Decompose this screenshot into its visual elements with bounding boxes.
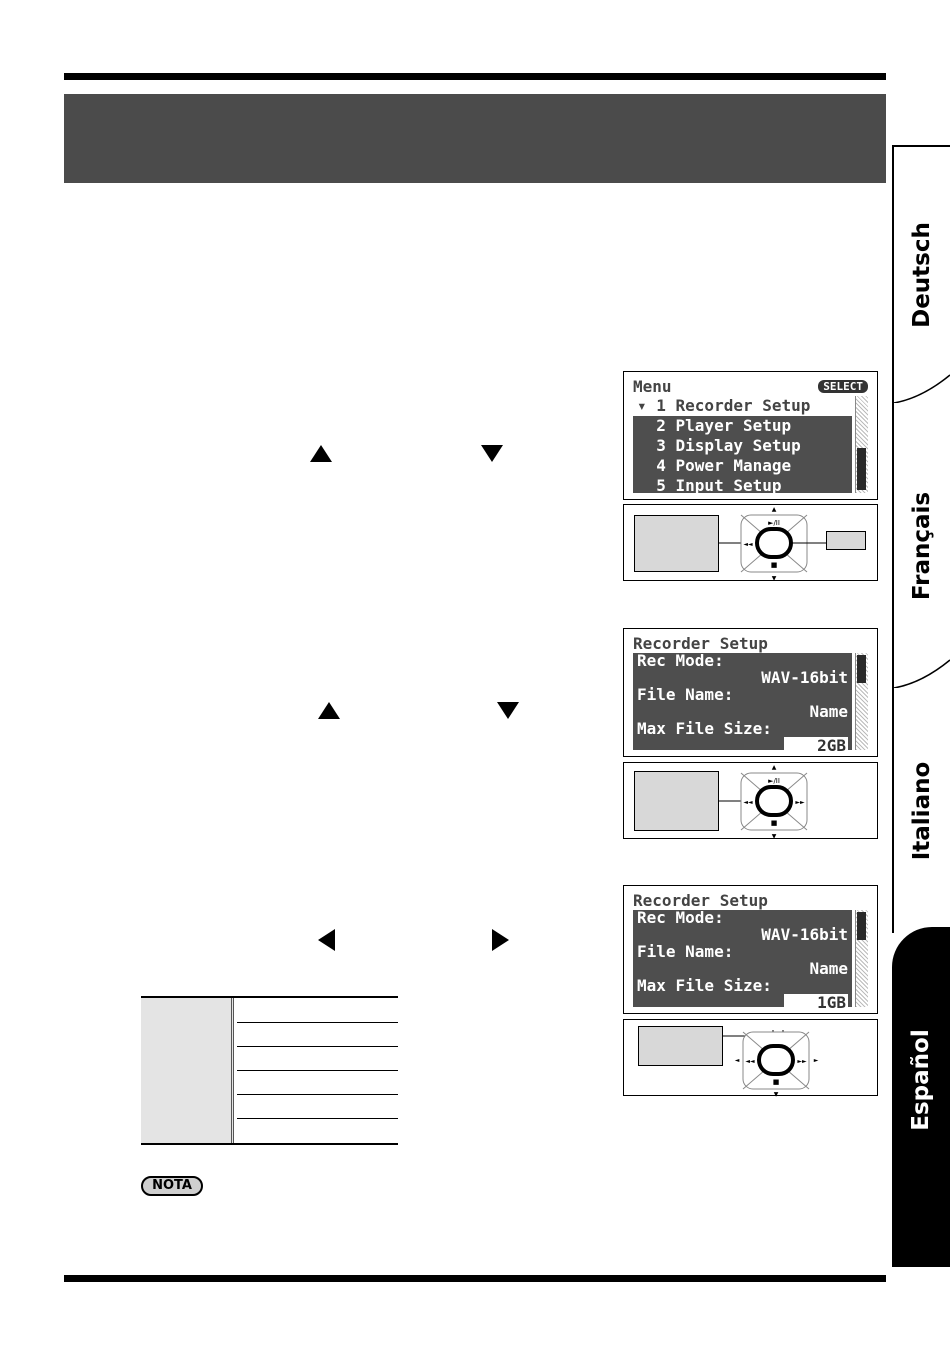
play-pause-icon: ►/II [768, 777, 780, 785]
select-badge: SELECT [818, 380, 868, 393]
lcd-body: Rec Mode: WAV-16bit File Name: Name Max … [633, 651, 852, 754]
bottom-rule [64, 1275, 886, 1282]
control-pad-panel: ◄◄ ►► ■ ◄ ► ▼ [623, 1019, 878, 1097]
file-size-table [141, 996, 398, 1145]
lcd-scroll-thumb [857, 912, 866, 940]
rewind-icon: ◄◄ [743, 541, 753, 548]
lcd-title-text: Recorder Setup [633, 634, 768, 653]
svg-text:▼: ▼ [772, 575, 777, 582]
table-row [237, 998, 398, 1023]
tab-italiano-label: Italiano [909, 761, 935, 860]
stop-icon: ■ [773, 1078, 780, 1086]
lcd-title-text: Recorder Setup [633, 891, 768, 910]
table-header-cell [141, 998, 234, 1143]
pad-callout-box [634, 771, 719, 831]
max-file-size-value[interactable]: 1GB [784, 994, 848, 1011]
control-pad-panel: ►/II ■ ◄◄ ►► ▲ ▼ [623, 762, 878, 840]
language-tabs: Deutsch Français Italiano Español [892, 145, 950, 1270]
table-row [237, 1070, 398, 1095]
rec-mode-label: Rec Mode: [637, 908, 724, 927]
tab-italiano[interactable]: Italiano [892, 688, 950, 933]
file-name-label: File Name: [637, 685, 734, 704]
stop-icon: ■ [771, 819, 778, 827]
cursor-pad-icon[interactable]: ►/II ■ ◄◄ ►► ▲ ▼ [719, 763, 829, 840]
tab-francais[interactable]: Français [892, 403, 950, 688]
rec-mode-value: WAV-16bit [761, 668, 848, 687]
svg-text:▼: ▼ [772, 833, 777, 840]
max-file-size-label: Max File Size: [637, 976, 772, 995]
svg-text:►: ► [814, 1057, 819, 1064]
tab-divider [893, 374, 950, 403]
lcd-title: Menu SELECT [633, 378, 868, 396]
control-pad-panel: ►/II ■ ◄◄ ▲ ▼ [623, 504, 878, 582]
lcd-scrollbar [855, 910, 868, 1007]
down-arrow-icon [497, 702, 519, 719]
up-arrow-icon [310, 445, 332, 462]
tab-francais-label: Français [909, 491, 935, 600]
fast-forward-icon: ►► [795, 799, 805, 806]
svg-text:◄: ◄ [735, 1057, 740, 1064]
fast-forward-icon: ►► [797, 1058, 807, 1065]
top-rule [64, 73, 886, 80]
lcd-scrollbar [855, 396, 868, 493]
menu-item-power-manage[interactable]: 4 Power Manage [637, 456, 792, 475]
tab-divider [893, 659, 950, 688]
menu-item-player-setup[interactable]: 2 Player Setup [637, 416, 792, 435]
right-arrow-icon [492, 929, 509, 951]
max-file-size-value[interactable]: 2GB [784, 737, 848, 754]
lcd-scroll-thumb [857, 448, 866, 490]
lcd-recorder-setup-screen: Recorder Setup Rec Mode: WAV-16bit File … [623, 628, 878, 757]
svg-text:▲: ▲ [772, 506, 777, 513]
rec-mode-label: Rec Mode: [637, 651, 724, 670]
file-name-value: Name [809, 702, 848, 721]
tab-deutsch-label: Deutsch [909, 222, 935, 328]
max-file-size-label: Max File Size: [637, 719, 772, 738]
menu-item-input-setup[interactable]: 5 Input Setup [637, 476, 782, 495]
cursor-pad-icon[interactable]: ►/II ■ ◄◄ ▲ ▼ [719, 505, 829, 582]
lcd-scrollbar [855, 653, 868, 750]
stop-icon: ■ [771, 561, 778, 569]
lcd-title-text: Menu [633, 377, 672, 396]
svg-text:▲: ▲ [772, 764, 777, 771]
rewind-icon: ◄◄ [743, 799, 753, 806]
cursor-pad-icon[interactable]: ◄◄ ►► ■ ◄ ► ▼ [723, 1020, 833, 1097]
up-arrow-icon [318, 702, 340, 719]
tab-deutsch[interactable]: Deutsch [892, 145, 950, 403]
nota-badge: NOTA [141, 1176, 203, 1196]
rec-mode-value: WAV-16bit [761, 925, 848, 944]
down-arrow-icon [481, 445, 503, 462]
lcd-body: Rec Mode: WAV-16bit File Name: Name Max … [633, 908, 852, 1011]
table-row [237, 1046, 398, 1071]
lcd-menu-screen: Menu SELECT ▾ 1 Recorder Setup 2 Player … [623, 371, 878, 500]
tab-espanol-label: Español [908, 1029, 934, 1131]
table-row [237, 1022, 398, 1047]
file-name-value: Name [809, 959, 848, 978]
rewind-icon: ◄◄ [745, 1058, 755, 1065]
lcd-title: Recorder Setup [633, 635, 868, 653]
pad-callout-box [638, 1026, 723, 1066]
menu-item-display-setup[interactable]: 3 Display Setup [637, 436, 801, 455]
lcd-title: Recorder Setup [633, 892, 868, 910]
lcd-body: ▾ 1 Recorder Setup 2 Player Setup 3 Disp… [633, 396, 852, 495]
pad-callout-small-box [826, 531, 866, 550]
section-header-band [64, 94, 886, 183]
svg-text:▼: ▼ [774, 1091, 779, 1097]
pad-callout-box [634, 515, 719, 572]
lcd-scroll-thumb [857, 655, 866, 683]
left-arrow-icon [318, 929, 335, 951]
file-name-label: File Name: [637, 942, 734, 961]
tab-espanol[interactable]: Español [892, 927, 950, 1267]
menu-item-recorder-setup[interactable]: ▾ 1 Recorder Setup [633, 396, 852, 416]
lcd-recorder-setup-screen: Recorder Setup Rec Mode: WAV-16bit File … [623, 885, 878, 1014]
table-row [237, 1094, 398, 1119]
play-pause-icon: ►/II [768, 519, 780, 527]
